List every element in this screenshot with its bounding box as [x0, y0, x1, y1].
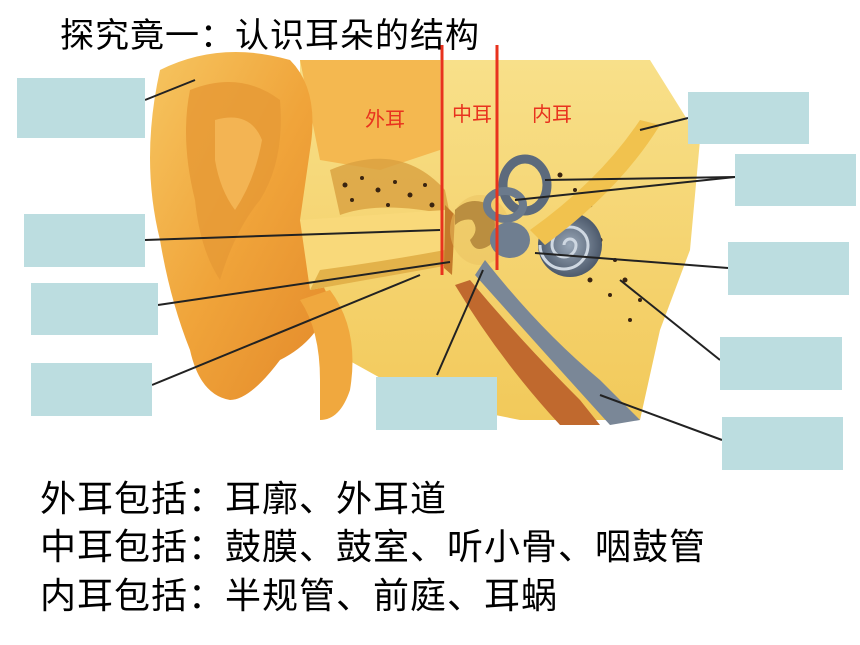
leader-eustachian: [436, 269, 484, 376]
eustachian-tube: [475, 260, 640, 425]
ear-canal-shadow: [310, 250, 450, 290]
label-box-eardrum[interactable]: [31, 283, 158, 335]
leader-earlobe: [151, 274, 421, 386]
leader-nerve: [639, 117, 689, 131]
leader-eardrum: [157, 261, 451, 306]
region-label-middle-ear: 中耳: [452, 102, 492, 126]
summary-inner-ear: 内耳包括：半规管、前庭、耳蜗: [40, 576, 559, 617]
leader-canals-b: [514, 176, 736, 201]
vestibule: [490, 222, 530, 258]
earlobe: [300, 290, 353, 420]
leader-tube: [599, 394, 723, 441]
leader-canals-a: [544, 176, 736, 181]
label-box-tube[interactable]: [722, 417, 843, 470]
label-box-ear-canal[interactable]: [24, 214, 145, 267]
leader-ear-canal: [144, 229, 441, 241]
semicircular-canal-2: [483, 187, 527, 223]
summary-outer-ear: 外耳包括：耳廓、外耳道: [40, 479, 448, 520]
label-box-earlobe[interactable]: [31, 363, 152, 416]
bone-speckles: [342, 172, 642, 322]
auricle-inner-fold: [215, 117, 262, 210]
leader-vestibule: [619, 279, 721, 361]
leader-cochlea: [534, 252, 729, 269]
label-box-eustachian[interactable]: [376, 377, 497, 430]
label-box-vestibule[interactable]: [720, 337, 842, 390]
eustachian-tube-muscle: [455, 280, 600, 425]
speckled-bone-upper: [330, 158, 450, 215]
summary-middle-ear: 中耳包括：鼓膜、鼓室、听小骨、咽鼓管: [40, 527, 707, 568]
region-label-outer-ear: 外耳: [365, 107, 405, 131]
label-box-cochlea[interactable]: [728, 242, 849, 295]
label-box-semicircular-canals[interactable]: [735, 154, 856, 206]
label-box-nerve[interactable]: [688, 92, 809, 144]
skin-band: [300, 60, 440, 170]
page-title: 探究竟一：认识耳朵的结构: [60, 16, 480, 56]
region-label-inner-ear: 内耳: [532, 102, 572, 126]
label-box-auricle[interactable]: [17, 78, 145, 138]
leader-auricle: [144, 79, 196, 101]
auditory-nerve: [530, 120, 660, 245]
